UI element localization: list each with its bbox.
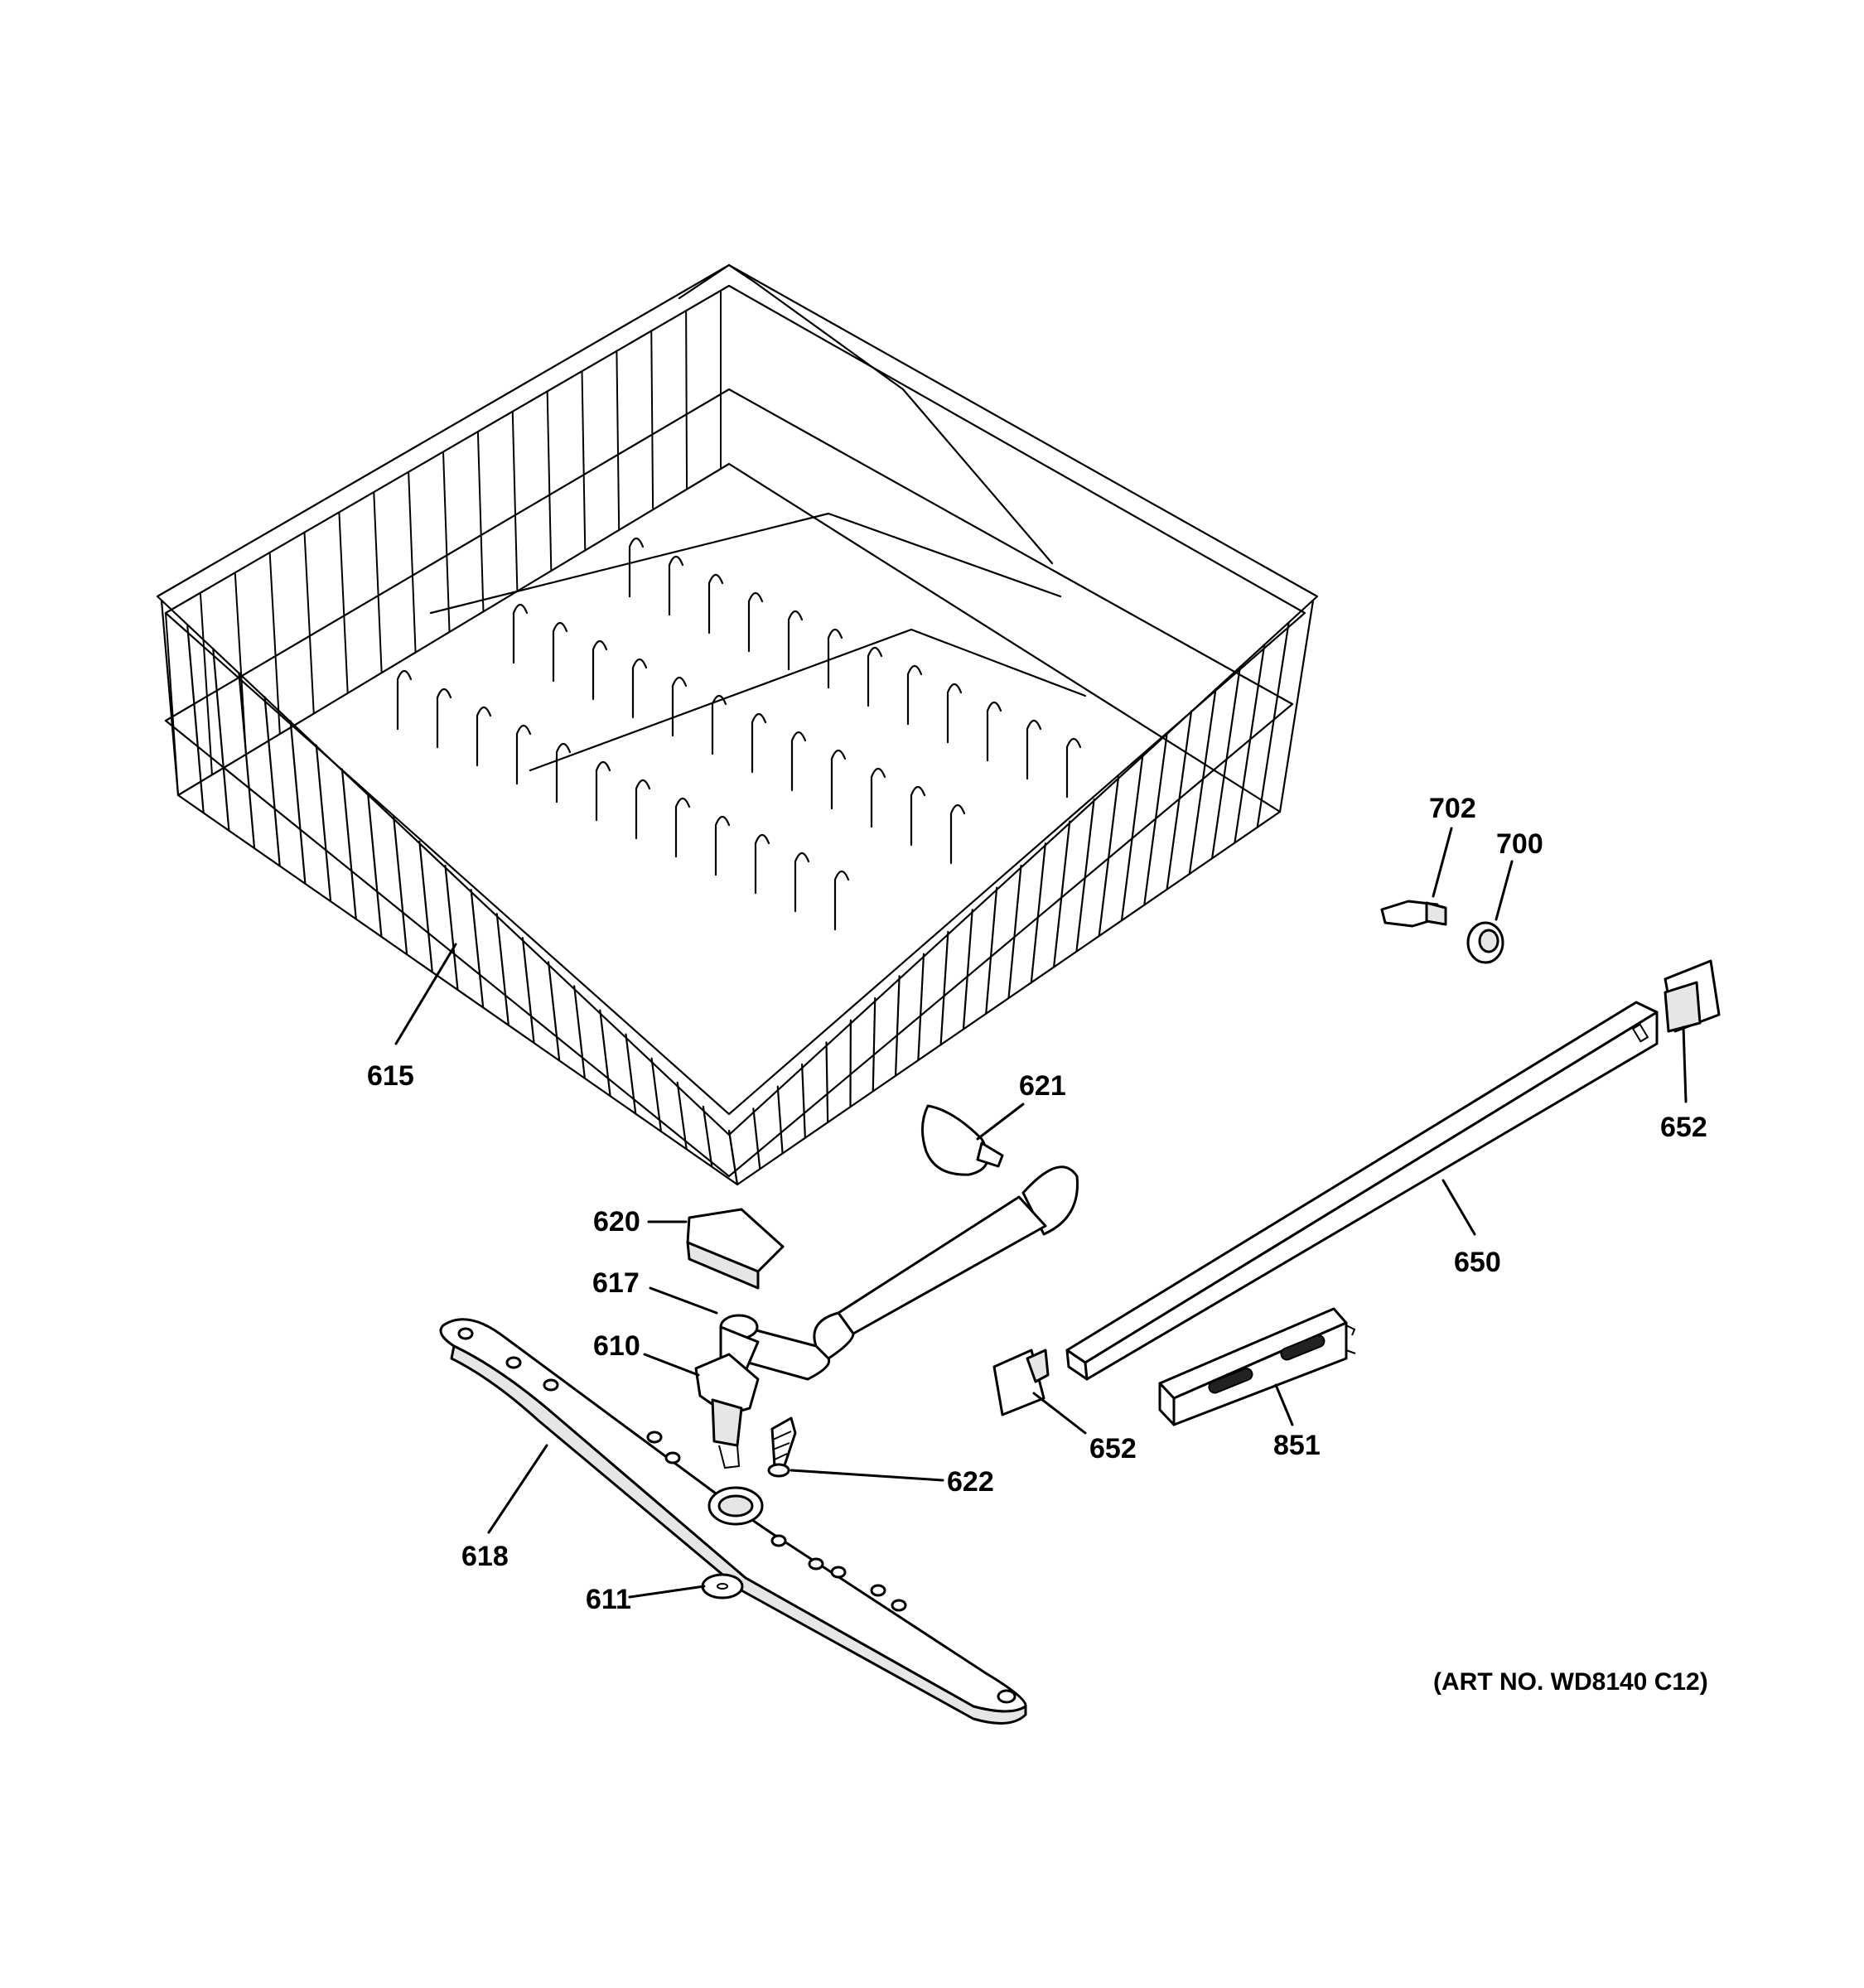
callout-622: 622 <box>947 1466 994 1498</box>
callout-851: 851 <box>1273 1430 1321 1461</box>
callout-line-702 <box>1432 827 1453 898</box>
manifold[interactable] <box>694 1353 760 1469</box>
callout-611: 611 <box>586 1584 631 1615</box>
callout-618: 618 <box>461 1541 509 1572</box>
callout-line-851 <box>1274 1383 1294 1426</box>
stop-clip[interactable] <box>1380 900 1447 928</box>
washer[interactable] <box>701 1573 744 1600</box>
callout-652a: 652 <box>1660 1112 1707 1143</box>
upper-rack[interactable] <box>156 263 1319 1186</box>
callout-615: 615 <box>367 1060 414 1092</box>
callout-621: 621 <box>1019 1070 1066 1102</box>
callout-610: 610 <box>593 1330 640 1362</box>
clamp[interactable] <box>921 1104 1004 1176</box>
slide-rail[interactable] <box>1158 1307 1356 1426</box>
callout-652b: 652 <box>1089 1433 1137 1464</box>
callout-700: 700 <box>1496 828 1543 860</box>
callout-650: 650 <box>1454 1247 1501 1278</box>
callout-617: 617 <box>592 1267 640 1299</box>
track-end-cap-right[interactable] <box>1664 959 1721 1033</box>
callout-line-611 <box>628 1585 706 1599</box>
callout-702: 702 <box>1429 793 1476 824</box>
callout-line-652a <box>1682 1025 1688 1103</box>
roller[interactable] <box>1466 921 1504 964</box>
callout-line-618 <box>487 1444 548 1534</box>
callout-line-621 <box>976 1103 1025 1141</box>
callout-line-650 <box>1441 1179 1476 1236</box>
rack-track[interactable] <box>1065 1001 1659 1381</box>
feed-tube[interactable] <box>719 1165 1079 1381</box>
callout-line-652b <box>1032 1392 1087 1435</box>
cover[interactable] <box>686 1208 785 1290</box>
screw[interactable] <box>767 1416 797 1478</box>
track-end-cap-left[interactable] <box>992 1349 1050 1416</box>
callout-620: 620 <box>593 1206 640 1238</box>
callout-line-622 <box>790 1469 944 1482</box>
callout-line-615 <box>394 943 457 1045</box>
callout-line-610 <box>643 1353 700 1377</box>
spray-arm[interactable] <box>439 1318 1027 1725</box>
art-number: (ART NO. WD8140 C12) <box>1433 1668 1708 1696</box>
callout-line-700 <box>1495 860 1514 921</box>
callout-line-617 <box>649 1286 718 1315</box>
